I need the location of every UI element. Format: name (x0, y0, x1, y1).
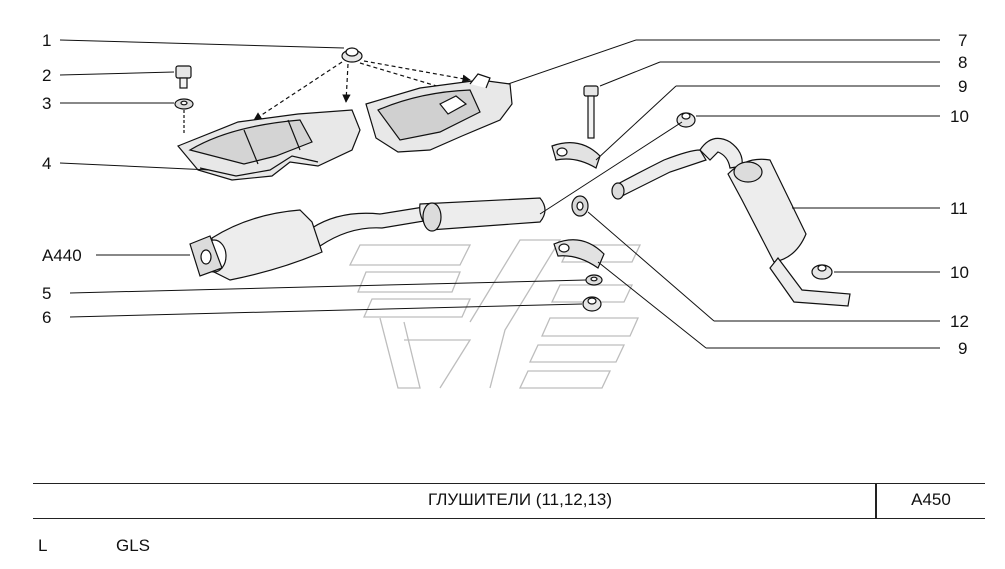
watermark-logo (348, 239, 642, 389)
callout-9-upper: 9 (958, 77, 968, 96)
heat-shield-7 (365, 73, 513, 153)
nut-10-upper (676, 112, 696, 128)
heat-shield-4 (177, 109, 361, 181)
callout-10-lower: 10 (950, 263, 969, 282)
callout-12: 12 (950, 312, 969, 331)
nut-1 (341, 47, 363, 63)
nut-6 (582, 296, 602, 312)
bolt-8 (583, 85, 599, 139)
callout-9-lower: 9 (958, 339, 968, 358)
clamp-9-upper (551, 142, 601, 169)
callout-A440: A440 (42, 246, 82, 265)
callout-8: 8 (958, 53, 968, 72)
leader-lines (59, 39, 940, 349)
clamp-9-lower (553, 239, 605, 269)
callout-10-upper: 10 (950, 107, 969, 126)
diagram-title: ГЛУШИТЕЛИ (11,12,13) (427, 490, 613, 509)
bolt-2 (175, 65, 192, 89)
front-pipe-A440 (189, 197, 546, 281)
callout-2: 2 (42, 66, 52, 85)
washer-3 (174, 98, 194, 135)
callout-3: 3 (42, 94, 52, 113)
rear-muffler-11 (611, 137, 851, 307)
nut-arrows (253, 60, 471, 121)
washer-5 (585, 274, 603, 286)
callout-11: 11 (950, 199, 968, 218)
sheet-code: A450 (911, 490, 951, 509)
title-divider (875, 483, 877, 518)
callout-6: 6 (42, 308, 52, 327)
callout-7: 7 (958, 31, 968, 50)
footer-model: GLS (116, 536, 151, 555)
nut-10-lower (811, 264, 833, 280)
callout-1: 1 (42, 31, 52, 50)
title-bar (33, 483, 985, 519)
callout-4: 4 (42, 154, 52, 173)
footer-left: L (38, 536, 48, 555)
ring-12 (571, 195, 589, 217)
callout-5: 5 (42, 284, 52, 303)
